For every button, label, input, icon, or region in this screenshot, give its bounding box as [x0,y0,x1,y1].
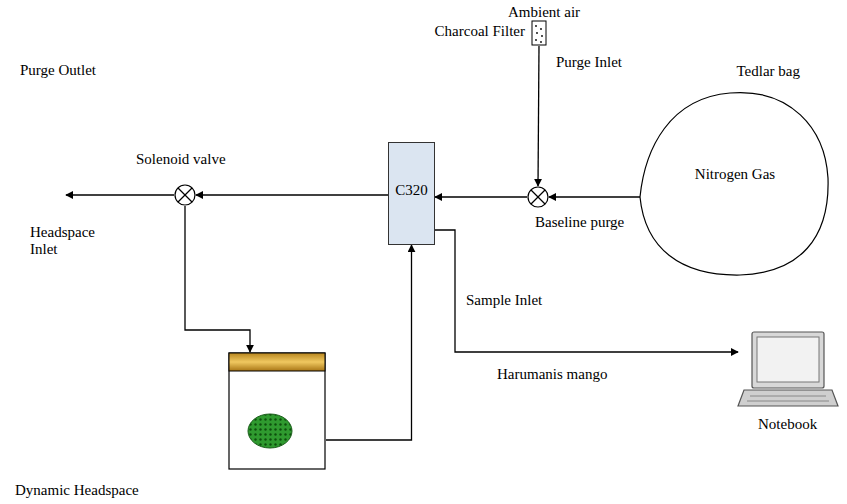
outlet-line [66,194,174,195]
port-label: Headspace Inlet [30,224,110,259]
tedlar-bag-shape [640,88,830,278]
flow-arrow [196,194,388,195]
bag-title: Tedlar bag [736,63,800,80]
flow-arrow [538,46,539,186]
solenoid-valve-shape [174,184,196,206]
sensor-name: C320 [388,182,435,199]
sensor-box: C320 [388,142,435,245]
port-label: Sample Inlet [466,292,542,309]
headspace-jar: Dynamic Headspace [228,352,326,470]
filter-label: Charcoal Filter [435,23,525,40]
flow-arrow [326,245,412,440]
flow-arrow [435,196,527,197]
charcoal-filter: Charcoal Filter [531,20,547,46]
valve-label: Solenoid valve [136,151,226,168]
notebook-computer-shape [738,330,838,408]
tedlar-bag: Tedlar bagNitrogen Gas [640,88,830,278]
input-label: Ambient air [508,4,580,21]
notebook-computer: Notebook [738,330,838,408]
charcoal-filter-shape [531,20,547,46]
baseline-valve-shape [527,186,549,208]
laptop-label: Notebook [758,416,817,433]
valve-label: Baseline purge [535,214,624,231]
headspace-jar-shape [228,352,326,470]
port-label: Purge Outlet [20,62,96,79]
solenoid-valve: Solenoid valve [174,184,196,206]
flow-arrow [549,196,640,197]
bag-content: Nitrogen Gas [640,166,830,183]
jar-label: Dynamic Headspace [15,482,139,499]
port-label: Purge Inlet [556,54,622,71]
baseline-valve: Baseline purge [527,186,549,208]
sample-label: Harumanis mango [497,366,607,383]
flow-arrow [185,206,250,352]
